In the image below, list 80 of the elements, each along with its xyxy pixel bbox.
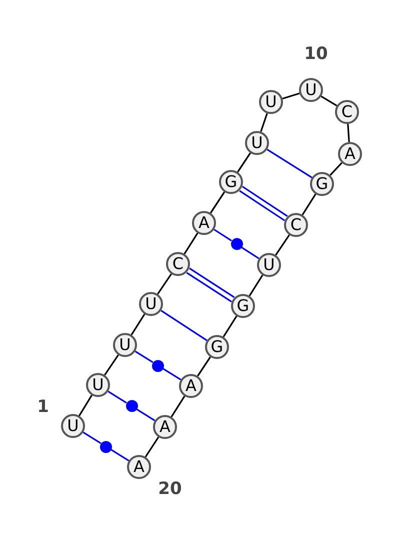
nucleotide-circle xyxy=(231,294,255,318)
base-letter: U xyxy=(145,295,157,313)
base-letter: C xyxy=(290,216,302,234)
backbone-line xyxy=(78,394,92,416)
nucleotide-circle xyxy=(284,213,308,237)
base-letter: A xyxy=(160,418,170,436)
base-letter: U xyxy=(92,376,104,394)
position-number: 1 xyxy=(37,397,49,417)
backbone-line xyxy=(347,124,350,142)
pair-dot-icon xyxy=(230,238,242,250)
base-letter: C xyxy=(341,103,353,121)
backbone-line xyxy=(184,232,198,254)
position-number: 10 xyxy=(304,44,328,64)
nucleotide-circle xyxy=(139,292,163,316)
base-pair-line xyxy=(162,368,182,380)
nucleotide-circle xyxy=(192,211,216,235)
base-pair-line xyxy=(214,228,232,242)
nucleotide-circle xyxy=(86,373,110,397)
nucleotide-circle xyxy=(310,172,334,196)
base-letter: G xyxy=(236,297,250,315)
backbone-line xyxy=(144,436,160,458)
base-letter: A xyxy=(344,145,356,163)
backbone-line xyxy=(130,314,146,336)
base-letter: U xyxy=(67,417,79,435)
base-letter: U xyxy=(119,336,131,354)
nucleotide-circle xyxy=(127,455,151,479)
backbone-line xyxy=(222,316,238,338)
backbone-line xyxy=(302,194,316,216)
base-pair-line xyxy=(186,272,232,302)
nucleotide-circle xyxy=(338,142,362,166)
nucleotide-circle xyxy=(259,90,283,114)
backbone-line xyxy=(210,192,226,214)
base-letter: C xyxy=(172,255,184,273)
base-letter: A xyxy=(186,377,196,395)
base-letter: U xyxy=(251,134,263,152)
backbone-line xyxy=(282,92,300,100)
backbone-line xyxy=(275,234,290,256)
nucleotide-circle xyxy=(205,335,229,359)
base-pair-line xyxy=(110,449,130,462)
base-pair-line xyxy=(241,246,260,260)
base-pair-line xyxy=(189,268,235,298)
pair-dot-icon xyxy=(126,400,138,412)
base-pair-line xyxy=(136,408,156,422)
nucleotide-circle xyxy=(245,131,269,155)
nucleotide-circle xyxy=(166,252,190,276)
base-letter: G xyxy=(210,338,224,356)
base-letter: G xyxy=(316,175,328,193)
nucleotide-circle xyxy=(113,333,137,357)
base-pair-line xyxy=(82,432,102,444)
backbone-line xyxy=(197,356,211,376)
base-pair-line xyxy=(134,350,154,363)
backbone-line xyxy=(157,273,172,295)
nucleotide-circle xyxy=(257,253,281,277)
nucleotide-circle xyxy=(335,100,359,124)
base-letter: A xyxy=(134,458,144,476)
base-letter: U xyxy=(263,256,275,274)
nucleotide-circle xyxy=(179,374,203,398)
backbone-line xyxy=(104,354,119,376)
backbone-line xyxy=(170,396,186,418)
base-pair-line xyxy=(160,310,208,342)
base-letter: U xyxy=(305,81,317,99)
base-pair-line xyxy=(266,148,312,178)
nucleotide-circle xyxy=(61,414,85,438)
nucleotide-circle xyxy=(219,170,243,194)
backbone-line xyxy=(330,162,342,176)
pair-dot-icon xyxy=(152,360,164,372)
position-number: 20 xyxy=(158,479,182,499)
base-letter: U xyxy=(265,93,277,111)
nucleotide-circle xyxy=(299,78,323,102)
nucleotide-circle xyxy=(153,415,177,439)
base-letter: A xyxy=(198,214,210,232)
base-letter: G xyxy=(224,173,238,191)
backbone-line xyxy=(320,96,338,106)
backbone-line xyxy=(248,274,264,296)
base-pair-line xyxy=(239,190,286,222)
base-pair-line xyxy=(108,390,127,404)
backbone-line xyxy=(260,113,268,132)
backbone-line xyxy=(237,152,251,172)
base-pair-line xyxy=(242,186,288,217)
pair-dot-icon xyxy=(100,440,112,452)
